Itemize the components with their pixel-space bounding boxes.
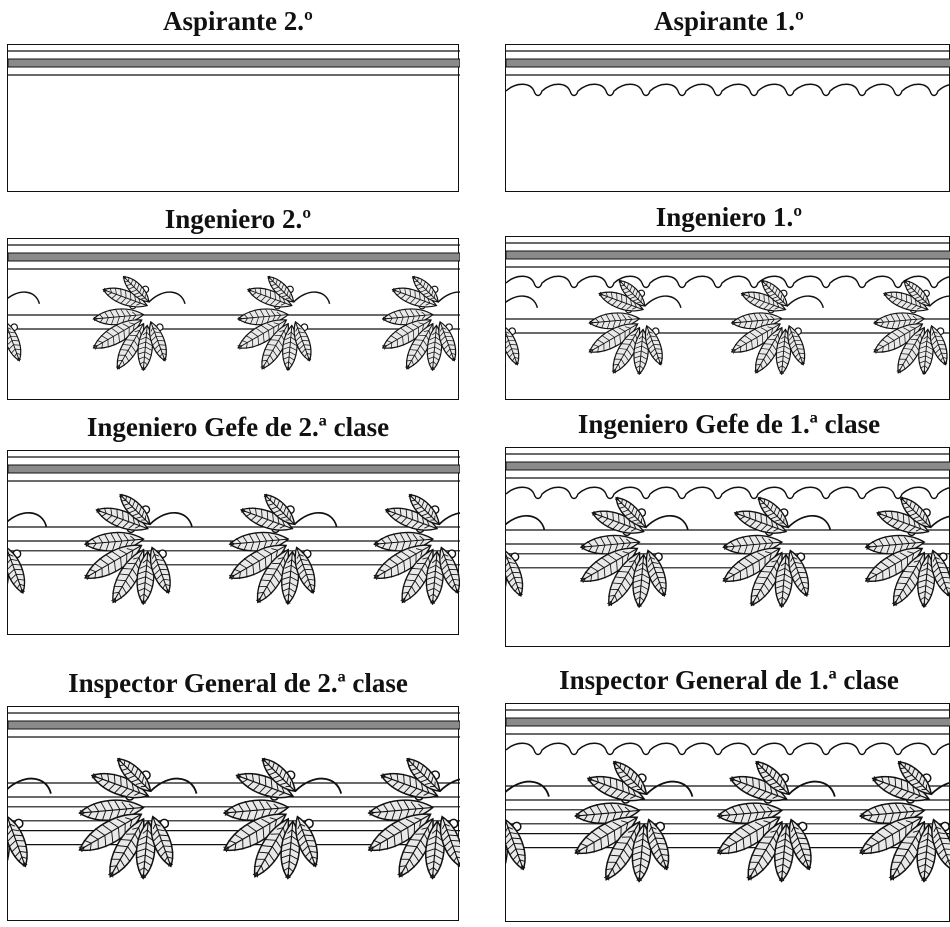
- insignia-inspector-2: [7, 706, 459, 921]
- leaf-sprig: [8, 753, 51, 882]
- panel-title-ingeniero-2: Ingeniero 2.º: [7, 204, 469, 234]
- insignia-ingeniero-gefe-2: [7, 450, 459, 635]
- leaf-sprig: [8, 272, 39, 373]
- wave-line: [506, 84, 950, 95]
- wave-line: [506, 276, 950, 287]
- panel-title-ingeniero-gefe-1: Ingeniero Gefe de 1.ª clase: [498, 409, 950, 439]
- insignia-ingeniero-2: [7, 238, 459, 400]
- leaf: [506, 756, 508, 799]
- leaf-sprig: [855, 756, 950, 885]
- leaf-sprig: [712, 756, 835, 885]
- braid-band: [8, 465, 460, 473]
- leaf-sprig: [225, 490, 337, 607]
- braid-band: [506, 251, 950, 259]
- braid-band: [506, 59, 950, 67]
- wave-line: [506, 487, 950, 498]
- leaf-sprig: [861, 493, 950, 610]
- leaf-sprig: [506, 276, 537, 377]
- panel-title-aspirante-1: Aspirante 1.º: [498, 6, 950, 36]
- leaf: [506, 493, 507, 533]
- insignia-aspirante-2: [7, 44, 459, 192]
- stripe-pattern: [506, 237, 950, 401]
- leaf-sprig: [506, 756, 549, 885]
- stripe-pattern: [8, 239, 460, 401]
- leaf-sprig: [80, 490, 192, 607]
- braid-band: [506, 462, 950, 470]
- leaf-sprig: [585, 276, 681, 377]
- insignia-ingeniero-gefe-1: [505, 447, 950, 647]
- leaf: [8, 490, 9, 530]
- leaf: [8, 753, 10, 796]
- insignia-aspirante-1: [505, 44, 950, 192]
- leaf-sprig: [8, 490, 46, 607]
- leaf-sprig: [74, 753, 197, 882]
- leaf-sprig: [506, 493, 544, 610]
- wave-line: [506, 743, 950, 754]
- braid-band: [506, 718, 950, 726]
- stripe-pattern: [506, 448, 950, 648]
- leaf-sprig: [870, 276, 950, 377]
- braid-band: [8, 253, 460, 261]
- leaf-sprig: [234, 272, 330, 373]
- panel-title-inspector-2: Inspector General de 2.ª clase: [7, 668, 469, 698]
- stripe-pattern: [506, 704, 950, 923]
- stripe-pattern: [8, 45, 460, 193]
- panel-title-inspector-1: Inspector General de 1.ª clase: [498, 665, 950, 695]
- braid-band: [8, 59, 460, 67]
- leaf-sprig: [369, 490, 460, 607]
- stripe-pattern: [8, 451, 460, 636]
- leaf-sprig: [89, 272, 185, 373]
- leaf-sprig: [378, 272, 460, 373]
- leaf-sprig: [219, 753, 342, 882]
- stripe-pattern: [506, 45, 950, 193]
- panel-title-ingeniero-gefe-2: Ingeniero Gefe de 2.ª clase: [7, 412, 469, 442]
- stripe-pattern: [8, 707, 460, 922]
- insignia-ingeniero-1: [505, 236, 950, 400]
- panel-title-aspirante-2: Aspirante 2.º: [7, 6, 469, 36]
- leaf-sprig: [718, 493, 830, 610]
- leaf-sprig: [570, 756, 693, 885]
- leaf-sprig: [727, 276, 823, 377]
- braid-band: [8, 721, 460, 729]
- panel-title-ingeniero-1: Ingeniero 1.º: [498, 202, 950, 232]
- leaf-sprig: [576, 493, 688, 610]
- insignia-inspector-1: [505, 703, 950, 922]
- leaf-sprig: [363, 753, 460, 882]
